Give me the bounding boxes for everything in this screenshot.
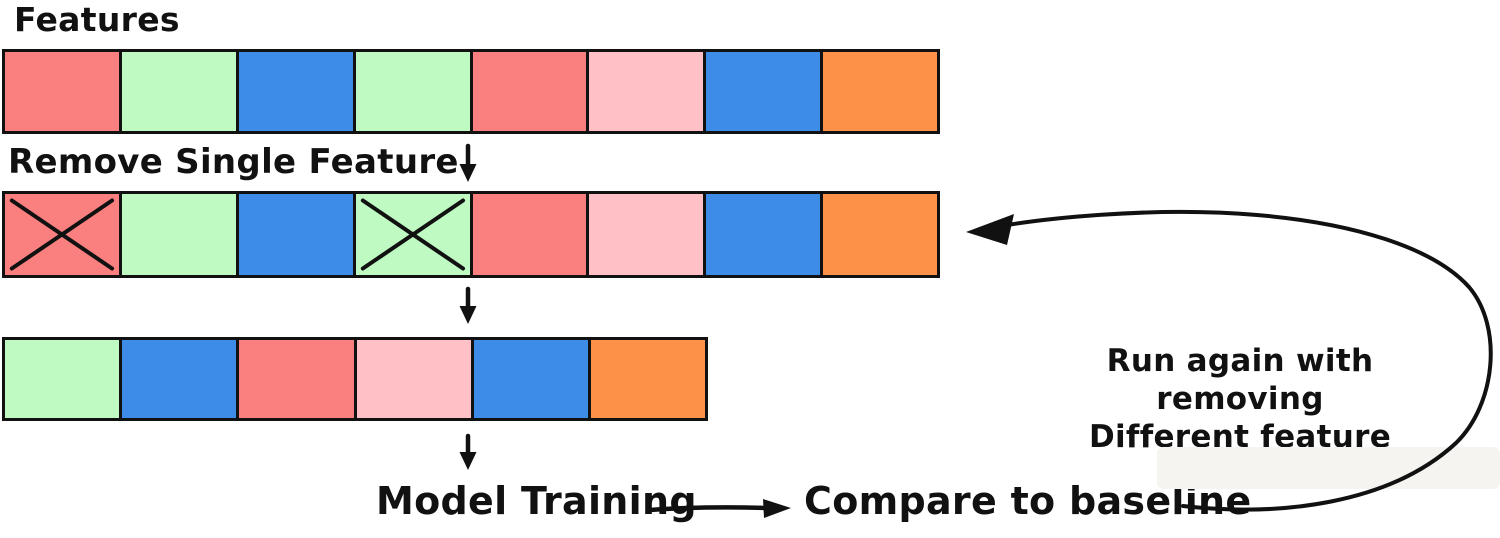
feature-cell-orange — [823, 52, 937, 131]
model-training-label: Model Training — [376, 479, 697, 523]
faded-background-patch — [1157, 447, 1500, 489]
reduced-feature-row — [2, 337, 708, 421]
remove-single-feature-label: Remove Single Feature — [8, 142, 459, 182]
feature-cell-red — [472, 194, 590, 275]
feature-cell-blue — [473, 340, 591, 418]
feature-cell-pink — [589, 194, 707, 275]
x-mark-icon — [5, 194, 119, 275]
features-row — [2, 49, 940, 134]
feature-cell-orange — [823, 194, 937, 275]
feature-cell-orange — [590, 340, 706, 418]
run-again-annotation: Run again with removing Different featur… — [1020, 342, 1460, 456]
feature-cell-green-crossed — [355, 194, 473, 275]
feature-cell-red — [239, 340, 357, 418]
feature-cell-blue — [122, 340, 240, 418]
feature-cell-red-crossed — [5, 194, 122, 275]
feature-cell-green — [355, 52, 473, 131]
run-again-line1: Run again with removing — [1106, 343, 1374, 417]
feature-cell-green — [5, 340, 123, 418]
down-arrow-icon — [459, 143, 477, 182]
removed-feature-row — [2, 191, 940, 278]
feature-cell-blue — [238, 52, 356, 131]
feature-cell-red — [472, 52, 590, 131]
x-mark-icon — [356, 194, 470, 275]
feature-cell-green — [121, 194, 239, 275]
feature-cell-blue — [706, 52, 824, 131]
feature-cell-blue — [706, 194, 824, 275]
feature-cell-green — [121, 52, 239, 131]
down-arrow-icon — [459, 433, 477, 470]
down-arrow-icon — [459, 286, 477, 324]
features-title: Features — [14, 0, 180, 39]
feature-cell-red — [5, 52, 122, 131]
feature-cell-pink — [356, 340, 474, 418]
feature-cell-pink — [589, 52, 707, 131]
feature-cell-blue — [238, 194, 356, 275]
